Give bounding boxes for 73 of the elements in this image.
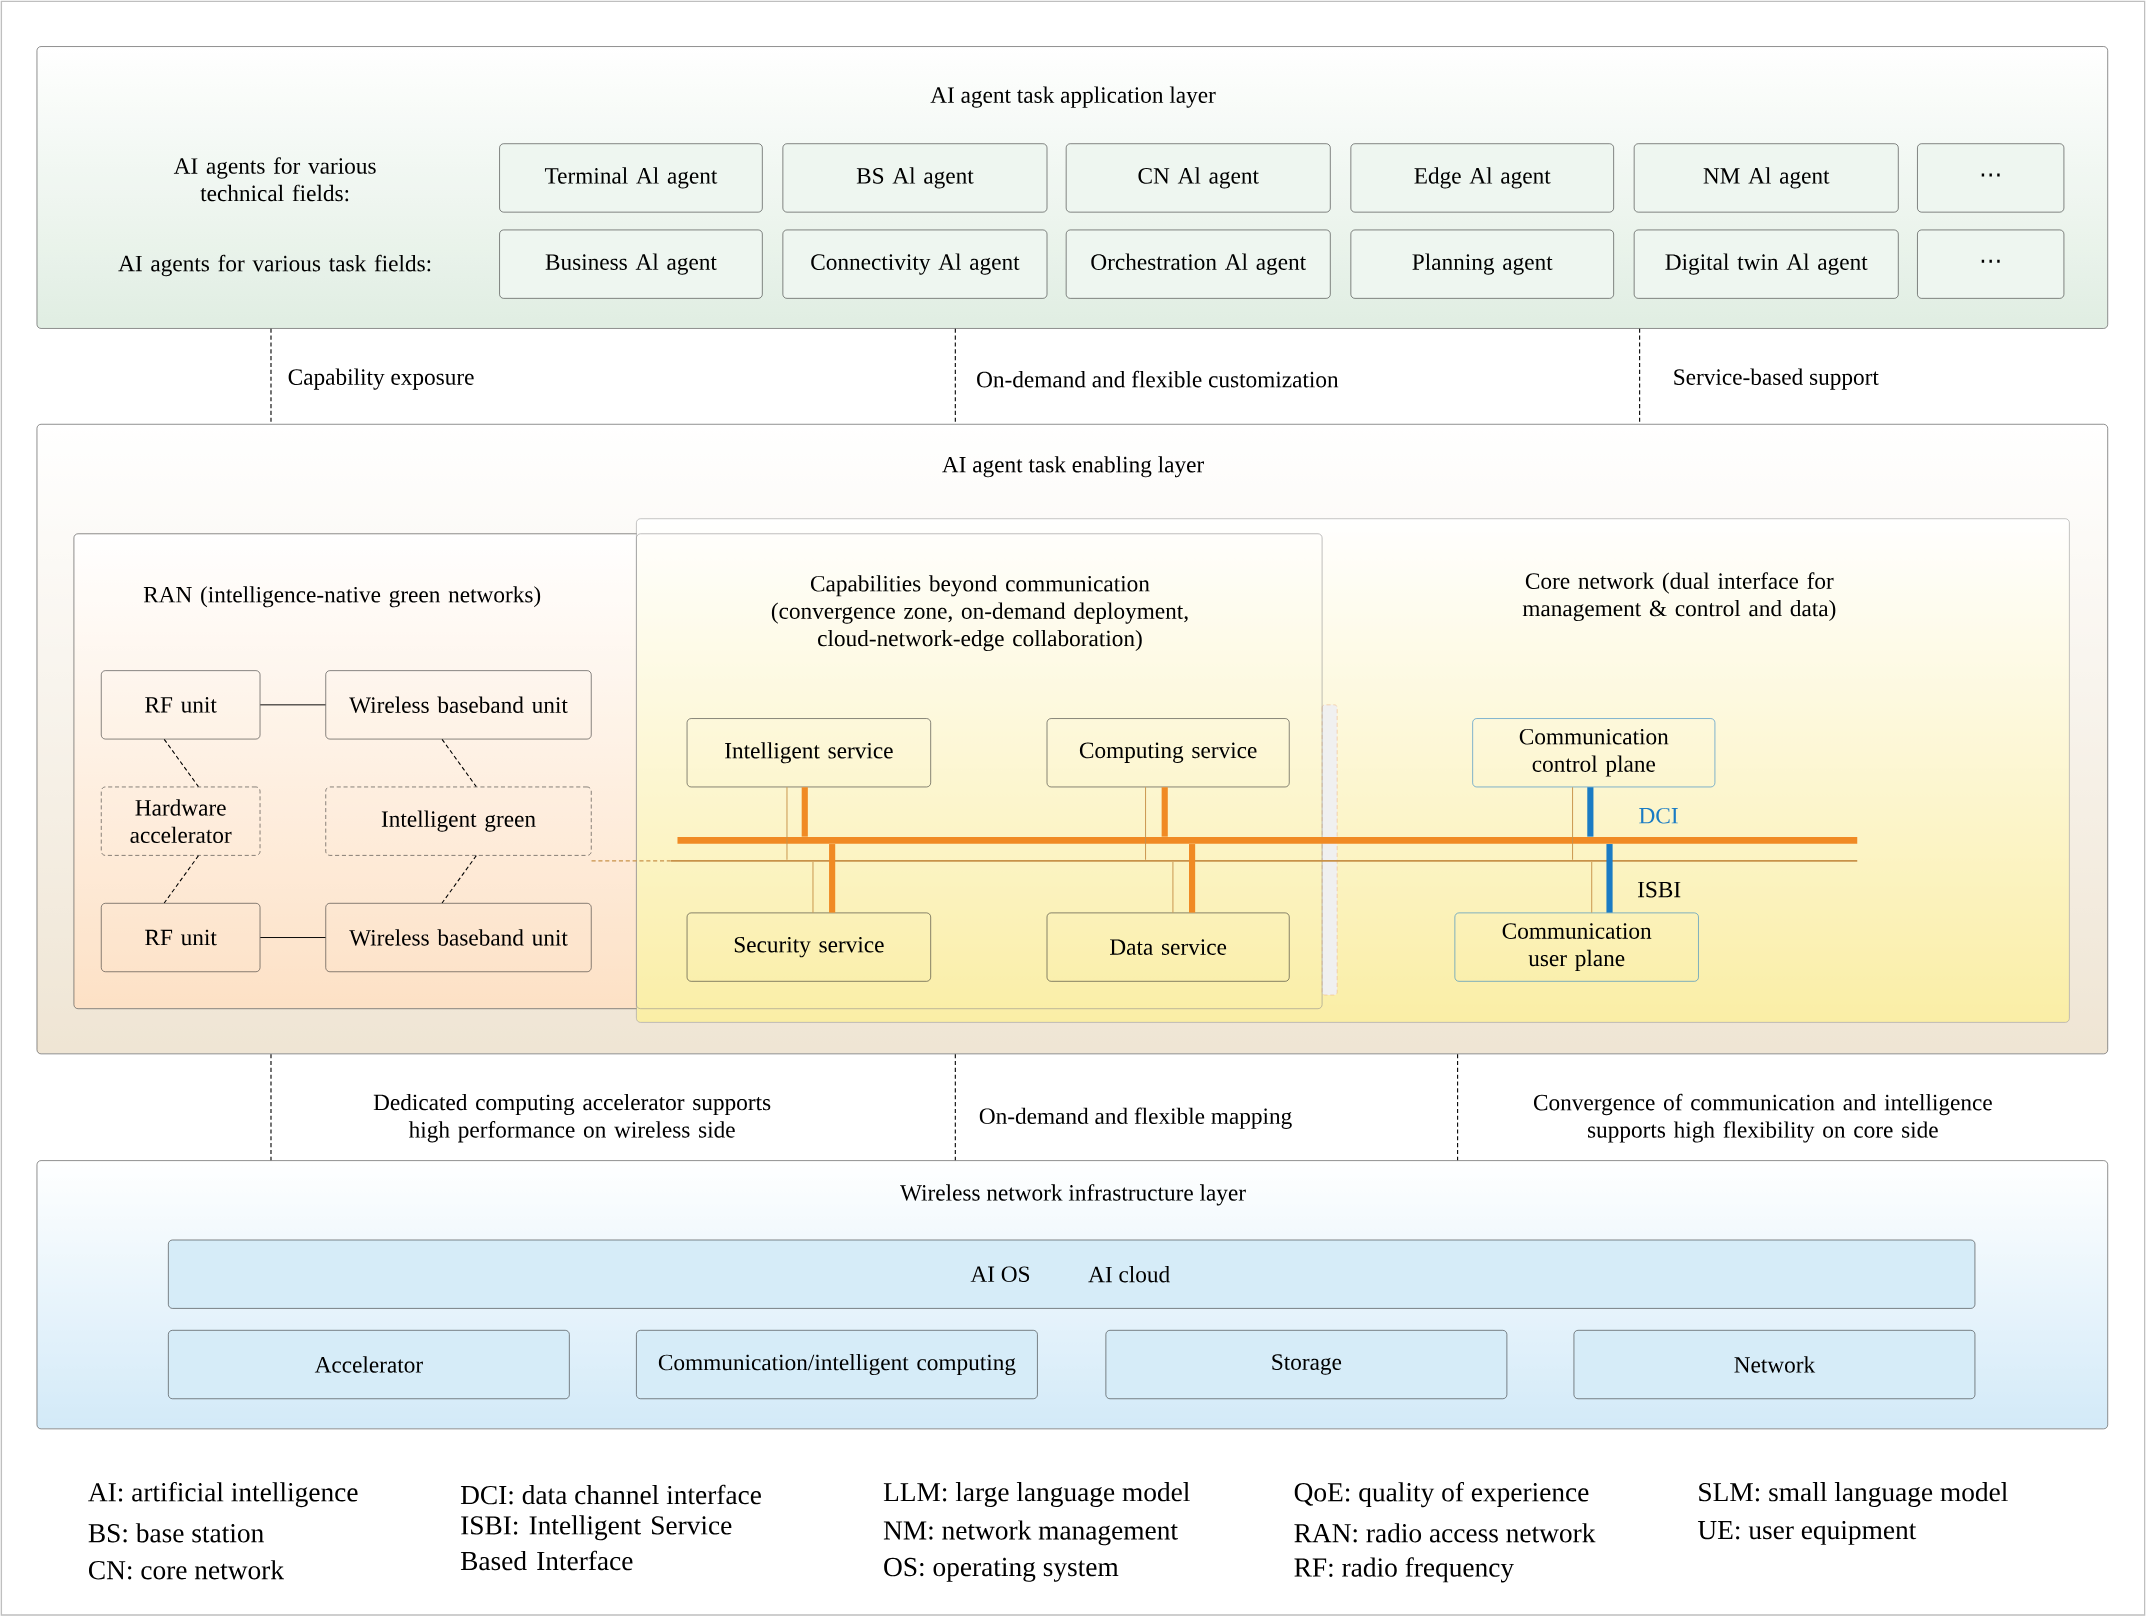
agent-box: ⋯ — [1917, 143, 2065, 213]
abbreviation-note: QoE: quality of experience — [1294, 1481, 1589, 1507]
service-box: Security service — [686, 912, 931, 982]
dashed-box: Intelligent green — [325, 786, 592, 856]
connector-line — [1591, 861, 1593, 913]
agent-box: CN Al agent — [1065, 143, 1331, 213]
agent-box: Business Al agent — [499, 229, 763, 299]
dotted-connector — [954, 1053, 956, 1161]
unit-box: Wireless baseband unit — [325, 670, 592, 740]
connector-line — [1145, 786, 1147, 861]
unit-box: Wireless baseband unit — [325, 902, 592, 972]
edge-label: Capability exposure — [288, 368, 474, 390]
abbreviation-note: DCI: data channel interface — [460, 1484, 761, 1505]
dotted-connector — [1457, 1053, 1459, 1161]
interface-line — [1189, 843, 1196, 913]
abbreviation-note: AI: artificial intelligence — [88, 1481, 358, 1507]
agent-box: ⋯ — [1917, 229, 2065, 299]
dotted-connector — [163, 738, 199, 788]
connector-line — [259, 704, 326, 706]
resource-box: Communication/intelligent computing — [636, 1329, 1038, 1399]
edge-label: Convergence of communication and intelligence supports high flexibility on core side — [1533, 1093, 1992, 1143]
abbreviation-note: SLM: small language model — [1699, 1481, 2008, 1507]
unit-box: RF unit — [101, 902, 261, 972]
abbreviation-note: NM: network management — [883, 1520, 1178, 1546]
plane-box: Communication user plane — [1454, 912, 1699, 982]
dotted-connector — [441, 854, 477, 904]
abbreviation-note: OS: operating system — [884, 1557, 1119, 1582]
dotted-connector — [270, 328, 272, 425]
abbreviation-note: CN: core network — [89, 1559, 284, 1580]
edge-label: Dedicated computing accelerator supports high performance on wireless side — [373, 1093, 771, 1143]
connector-line — [812, 861, 814, 913]
unit-box: RF unit — [101, 670, 261, 740]
resource-box: Network — [1573, 1329, 1976, 1399]
agent-box: Connectivity Al agent — [782, 229, 1048, 299]
platform-box: AI OS AI cloud — [168, 1239, 1976, 1309]
dotted-connector — [270, 1053, 272, 1161]
interface-line — [1606, 843, 1613, 913]
abbreviation-note: ISBI: Intelligent Service Based Interface — [460, 1515, 732, 1570]
agent-box: Terminal Al agent — [499, 143, 763, 213]
abbreviation-note: LLM: large language model — [883, 1481, 1190, 1507]
abbreviation-note: BS: base station — [88, 1523, 264, 1543]
bus-line — [670, 859, 1858, 862]
connector-line — [1572, 786, 1574, 861]
edge-label: On-demand and flexible customization — [977, 370, 1339, 388]
service-box: Intelligent service — [686, 718, 931, 788]
agent-box: Digital twin Al agent — [1633, 229, 1899, 299]
dotted-connector — [441, 738, 477, 788]
interface-line — [829, 843, 836, 913]
abbreviation-note: UE: user equipment — [1697, 1520, 1917, 1545]
resource-box: Storage — [1105, 1329, 1508, 1399]
edge-label: On-demand and flexible mapping — [979, 1107, 1292, 1129]
agent-box: NM Al agent — [1633, 143, 1899, 213]
abbreviation-note: RF: radio frequency — [1294, 1557, 1514, 1583]
abbreviation-note: RAN: radio access network — [1294, 1523, 1596, 1543]
plane-box: Communication control plane — [1472, 718, 1716, 788]
dotted-connector — [591, 860, 671, 862]
dotted-connector — [163, 854, 199, 904]
connector-line — [786, 786, 788, 861]
edge-label: DCI — [1639, 807, 1678, 824]
agent-box: Orchestration Al agent — [1065, 229, 1331, 299]
dotted-connector — [1639, 328, 1641, 425]
resource-box: Accelerator — [168, 1329, 570, 1399]
dotted-connector — [954, 328, 956, 425]
service-box: Computing service — [1046, 718, 1290, 788]
agent-box: Planning agent — [1350, 229, 1614, 299]
service-box: Data service — [1046, 912, 1290, 982]
dashed-box: Hardware accelerator — [101, 786, 261, 856]
edge-label: ISBI — [1638, 881, 1681, 898]
edge-label: Service-based support — [1674, 368, 1879, 390]
agent-box: Edge Al agent — [1350, 143, 1614, 213]
agent-box: BS Al agent — [782, 143, 1048, 213]
connector-line — [1172, 861, 1174, 913]
connector-line — [259, 936, 326, 938]
